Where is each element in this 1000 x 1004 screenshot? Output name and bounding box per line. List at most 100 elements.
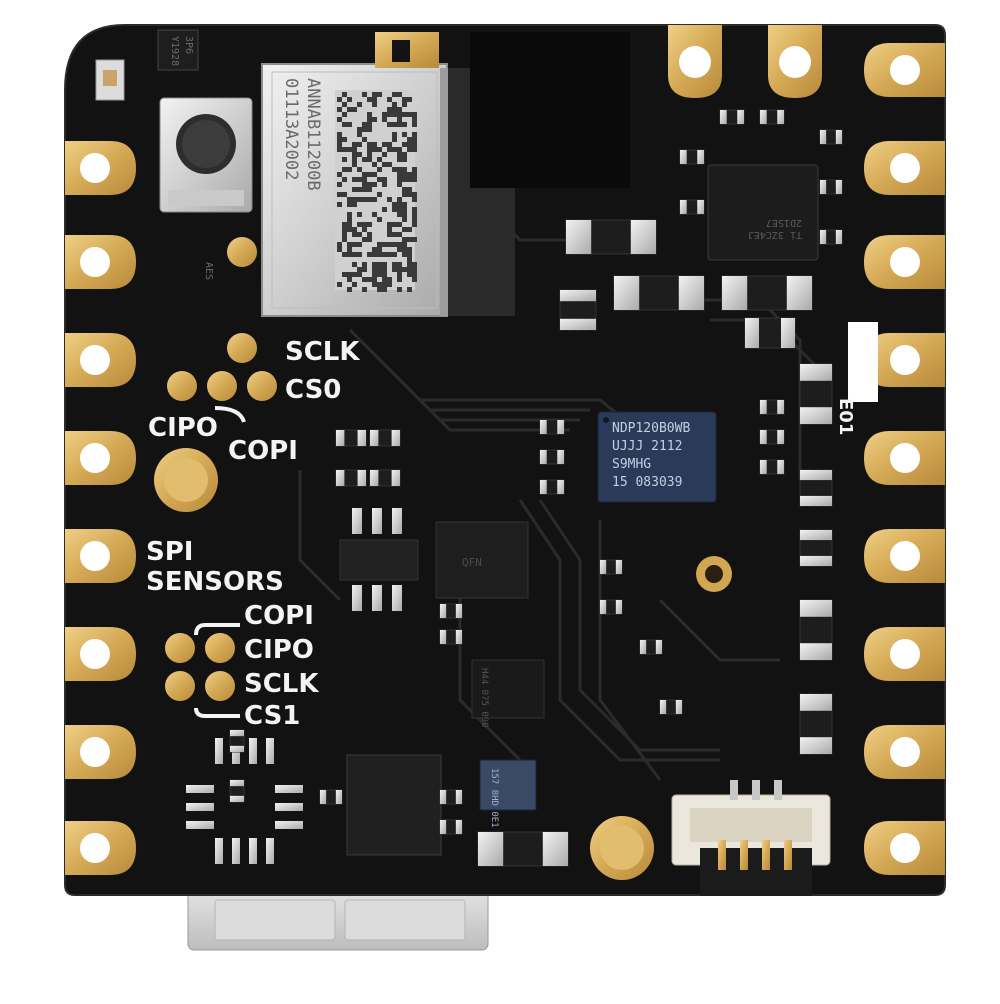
passive-component: [229, 729, 245, 753]
label-cipo-bottom: CIPO: [244, 635, 314, 665]
right-pad: [864, 725, 945, 779]
right-pad: [864, 333, 945, 387]
passive-component: [539, 449, 565, 465]
passive-component: [799, 529, 833, 567]
passive-component: [369, 429, 401, 447]
top-small-chip: [157, 29, 199, 71]
passive-component: [759, 429, 785, 445]
left-pad: [65, 725, 136, 779]
main-chip-marking-4: 15 083039: [612, 475, 682, 490]
passive-component: [759, 399, 785, 415]
center-chip-marking: QFN: [462, 556, 482, 569]
right-pad: [864, 529, 945, 583]
label-sclk-top: SCLK: [285, 337, 360, 367]
passive-component: [559, 289, 597, 331]
passive-component: [439, 603, 463, 619]
cap-marking: AES: [203, 262, 214, 280]
passive-component: [819, 129, 843, 145]
left-pad: [65, 627, 136, 681]
passive-component: [439, 789, 463, 805]
label-copi-top: COPI: [228, 436, 298, 466]
passive-component: [639, 639, 663, 655]
right-castellated-pads: [864, 43, 945, 875]
small-chip-b-marking: 157 8HD 0E1: [489, 768, 499, 828]
main-chip-marking-1: NDP120B0WB: [612, 421, 690, 436]
top-right-qfn-chip: [707, 164, 819, 261]
reset-button[interactable]: [159, 97, 253, 213]
passive-component: [565, 219, 657, 255]
passive-component: [679, 199, 705, 215]
label-copi-bottom: COPI: [244, 601, 314, 631]
right-pad: [864, 141, 945, 195]
passive-component: [369, 469, 401, 487]
passive-component: [759, 459, 785, 475]
passive-component: [477, 831, 569, 867]
passive-component: [599, 559, 623, 575]
module-marking-2: 01113A2002: [281, 78, 301, 180]
label-cs0: CS0: [285, 375, 341, 405]
passive-component: [719, 109, 745, 125]
passive-component: [613, 275, 705, 311]
label-sensors: SENSORS: [146, 567, 284, 597]
passive-component: [539, 479, 565, 495]
bottom-left-ic-pads: [186, 738, 303, 864]
passive-component: [335, 429, 367, 447]
left-pad: [65, 821, 136, 875]
passive-component: [744, 317, 796, 349]
flex-connector: [671, 780, 831, 896]
passive-component: [759, 109, 785, 125]
passive-component: [319, 789, 343, 805]
label-cipo-top: CIPO: [148, 413, 218, 443]
passive-component: [335, 469, 367, 487]
passive-component: [439, 629, 463, 645]
passive-component: [799, 693, 833, 755]
right-pad: [864, 235, 945, 289]
left-pad: [65, 235, 136, 289]
passive-component: [799, 363, 833, 425]
passive-component: [819, 229, 843, 245]
label-sclk-bottom: SCLK: [244, 669, 319, 699]
top-right-chip-marking-2: 2D1SE7: [766, 217, 802, 228]
main-chip-marking-3: S9MHG: [612, 457, 651, 472]
passive-components: [229, 109, 843, 867]
passive-component: [539, 419, 565, 435]
left-top-chip-marking: Y1928: [169, 36, 180, 66]
left-pad: [65, 141, 136, 195]
bottom-sensor-chip: [346, 754, 442, 856]
main-ndp-chip: [597, 411, 717, 503]
right-pad: [864, 431, 945, 485]
right-pad: [864, 821, 945, 875]
label-spi: SPI: [146, 537, 193, 567]
module-marking-1: ANNAB11200B: [303, 78, 323, 191]
passive-component: [229, 779, 245, 803]
right-pad: [864, 627, 945, 681]
label-e01: E01: [835, 398, 856, 435]
datamatrix-code: [335, 90, 417, 292]
passive-component: [819, 179, 843, 195]
label-cs1: CS1: [244, 701, 300, 731]
status-led: [95, 59, 125, 101]
small-chip-a-marking: H44 075 090: [479, 668, 489, 728]
top-castellated-pads: [668, 25, 822, 98]
passive-component: [679, 149, 705, 165]
passive-component: [659, 699, 683, 715]
main-chip-marking-2: UJJJ 2112: [612, 439, 682, 454]
sot-chip: [339, 539, 419, 581]
left-top-chip-marking-2: 3P6: [183, 36, 194, 54]
left-castellated-pads: [65, 141, 136, 875]
passive-component: [439, 819, 463, 835]
right-pad: [864, 43, 945, 97]
left-pad: [65, 333, 136, 387]
small-lga-chip: [471, 659, 545, 719]
left-pad: [65, 431, 136, 485]
blue-sensor-chip: [479, 759, 537, 811]
passive-component: [799, 599, 833, 661]
top-right-chip-marking-1: Ti 3ZC4EJ: [748, 229, 802, 240]
usb-connector: [187, 879, 489, 951]
center-qfn-chip: [435, 521, 529, 599]
passive-component: [721, 275, 813, 311]
passive-component: [599, 599, 623, 615]
passive-component: [799, 469, 833, 507]
